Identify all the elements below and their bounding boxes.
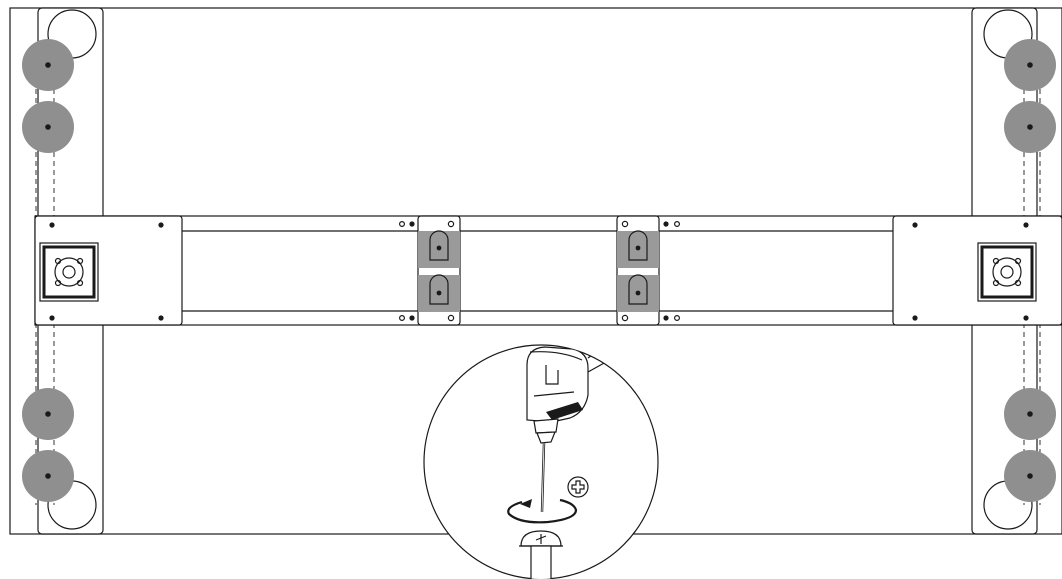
phillips-cross-icon [567,476,589,498]
center-bracket-right [616,215,680,326]
screw-icon [519,530,563,579]
right-end-box [892,215,1062,326]
screw-markers-left [22,39,74,502]
rotate-arrow-icon [507,498,578,524]
power-drill-icon [526,345,607,513]
left-end-box [34,215,183,326]
screw-markers-right [1004,39,1056,502]
detail-callout [423,344,659,579]
crossbar [34,215,1062,326]
center-bracket-left [399,215,461,326]
